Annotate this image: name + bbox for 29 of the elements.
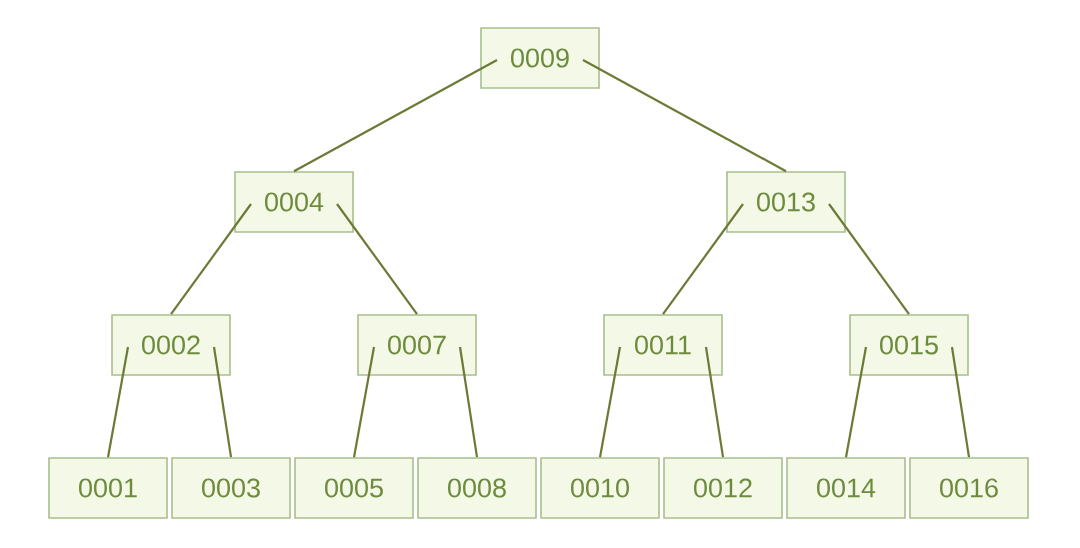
tree-node-box: 0005 — [294, 457, 414, 519]
connector-line — [598, 346, 622, 458]
connector-line — [170, 203, 252, 315]
connector-line — [212, 346, 233, 458]
connector-line — [844, 346, 868, 458]
tree-node-box: 0002 — [111, 314, 231, 376]
connector-line — [704, 346, 725, 458]
tree-node-box: 0016 — [909, 457, 1029, 519]
tree-node-box: 0009 — [480, 27, 600, 89]
tree-node-box: 0007 — [357, 314, 477, 376]
connector-line — [828, 203, 910, 315]
connector-line — [950, 346, 971, 458]
tree-node-box: 0008 — [417, 457, 537, 519]
connector-line — [106, 346, 130, 458]
tree-node-box: 0011 — [603, 314, 723, 376]
tree-node-box: 0004 — [234, 171, 354, 233]
connector-line — [458, 346, 479, 458]
tree-node-box: 0012 — [663, 457, 783, 519]
tree-node-box: 0003 — [171, 457, 291, 519]
tree-node-box: 0013 — [726, 171, 846, 233]
connector-line — [352, 346, 376, 458]
tree-node-box: 0015 — [849, 314, 969, 376]
tree-node-box: 0001 — [48, 457, 168, 519]
tree-node-box: 0010 — [540, 457, 660, 519]
connector-line — [662, 203, 744, 315]
connector-line — [336, 203, 418, 315]
connector-line — [582, 59, 787, 173]
tree-node-box: 0014 — [786, 457, 906, 519]
connector-line — [293, 59, 498, 173]
